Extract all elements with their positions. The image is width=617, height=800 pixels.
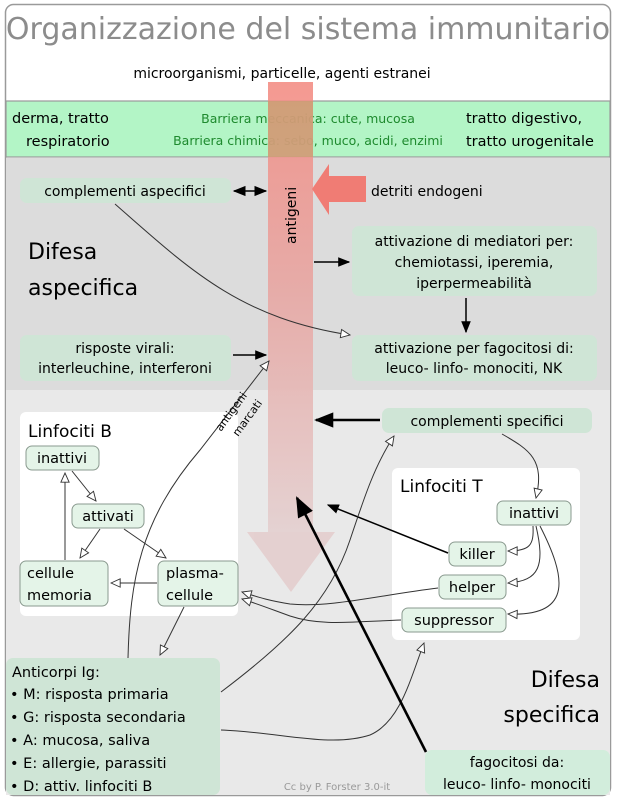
- t-helper-node: [438, 574, 507, 600]
- antibody-item: • A: mucosa, saliva: [10, 733, 150, 749]
- aspecific-phagocytosis-line-1: attivazione per fagocitosi di:: [374, 341, 574, 357]
- t-inactive-to-helper: [508, 525, 541, 583]
- marked-antigens-connector: [127, 361, 269, 659]
- t-killer-to-antigen-arrow: [326, 504, 449, 554]
- t-inactive-label: inattivi: [509, 506, 559, 522]
- t-suppressor-to-plasma: [242, 599, 402, 623]
- debris-label: detriti endogeni: [371, 184, 483, 200]
- aspecific-heading-line-2: aspecifica: [28, 276, 138, 301]
- specific-complement-box: [382, 408, 592, 433]
- antibodies-box: [6, 658, 220, 795]
- b-inactive-to-activated: [71, 470, 96, 501]
- barrier-left-line-1: derma, tratto: [12, 111, 109, 127]
- t-cells-title: Linfociti T: [400, 477, 483, 497]
- credit-label: Cc by P. Forster 3.0-it: [284, 782, 390, 793]
- viral-response-line-2: interleuchine, interferoni: [38, 361, 212, 377]
- specific-complement-to-t-inactive: [501, 433, 539, 498]
- mediators-line-2: chemiotassi, iperemia,: [395, 255, 554, 271]
- b-memory-line-1: cellule: [27, 566, 74, 582]
- antibodies-to-suppressor: [220, 643, 424, 741]
- b-activated-node: [71, 503, 145, 529]
- b-cells-title: Linfociti B: [28, 422, 112, 442]
- b-plasma-to-antibodies: [160, 606, 185, 655]
- page-title: Organizzazione del sistema immunitario: [6, 12, 610, 47]
- b-memory-line-2: memoria: [27, 588, 92, 604]
- debris-arrow: [312, 164, 366, 215]
- aspecific-complement-label: complementi aspecifici: [44, 184, 206, 200]
- aspecific-complement-box: [20, 178, 231, 203]
- b-plasma-node: [157, 560, 239, 607]
- specific-phagocytosis-line-2: leuco- linfo- monociti: [443, 777, 591, 793]
- mediators-line-1: attivazione di mediatori per:: [375, 234, 574, 250]
- specific-heading-line-2: specifica: [503, 703, 600, 728]
- antibody-item: • G: risposta secondaria: [10, 710, 186, 726]
- t-inactive-node: [496, 500, 572, 526]
- antigen-arrow-barrier-overlap: [268, 101, 313, 157]
- t-helper-label: helper: [449, 580, 495, 596]
- specific-complement-label: complementi specifici: [410, 414, 563, 430]
- t-suppressor-node: [401, 607, 507, 633]
- b-inactive-node: [25, 445, 100, 471]
- barrier-right-line-2: tratto urogenitale: [466, 134, 594, 150]
- antibody-item: • D: attiv. linfociti B: [10, 779, 152, 795]
- b-inactive-label: inattivi: [37, 451, 87, 467]
- viral-response-line-1: risposte virali:: [75, 341, 174, 357]
- antibody-item: • E: allergie, parassiti: [10, 756, 167, 772]
- complement-to-phagocytosis-connector: [114, 203, 350, 335]
- aspecific-phagocytosis-box: [352, 335, 597, 381]
- specific-phagocytosis-line-1: fagocitosi da:: [470, 755, 564, 771]
- barrier-right-line-1: tratto digestivo,: [466, 111, 582, 127]
- foreign-agents-label: microorganismi, particelle, agenti estra…: [133, 66, 430, 82]
- antibody-item: • M: risposta primaria: [10, 687, 169, 703]
- b-plasma-line-2: cellule: [166, 588, 213, 604]
- t-killer-label: killer: [459, 547, 494, 563]
- t-killer-node: [448, 541, 507, 567]
- viral-response-box: [20, 335, 231, 381]
- t-inactive-to-killer: [508, 525, 534, 551]
- b-activated-label: attivati: [82, 509, 133, 525]
- t-inactive-to-suppressor: [508, 525, 560, 614]
- mediators-line-3: iperpermeabilità: [416, 276, 532, 292]
- b-activated-to-memory: [80, 528, 101, 558]
- barrier-left-line-2: respiratorio: [26, 134, 110, 150]
- antibodies-title: Anticorpi Ig:: [12, 665, 100, 681]
- antigen-arrow-label: antigeni: [284, 187, 300, 244]
- aspecific-phagocytosis-line-2: leuco- linfo- monociti, NK: [386, 361, 563, 377]
- t-suppressor-label: suppressor: [414, 613, 494, 629]
- b-memory-node: [19, 560, 109, 607]
- t-helper-to-plasma: [242, 587, 439, 606]
- specific-phagocytosis-box: [425, 750, 610, 795]
- specific-heading-line-1: Difesa: [531, 668, 600, 693]
- phagocytosis-to-antigen-arrow: [295, 496, 428, 753]
- antibodies-to-specific-complement: [220, 436, 394, 693]
- b-plasma-line-1: plasma-: [166, 566, 224, 582]
- aspecific-heading-line-1: Difesa: [28, 240, 97, 265]
- mediators-box: [352, 226, 597, 296]
